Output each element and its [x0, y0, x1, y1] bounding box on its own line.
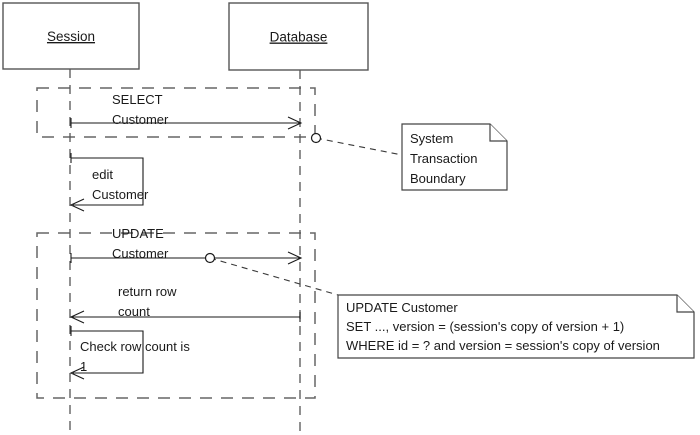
message-label-select-customer-line-1: Customer: [112, 112, 169, 127]
note-system-transaction-boundary-line-0: System: [410, 131, 453, 146]
note-system-transaction-boundary-line-2: Boundary: [410, 171, 466, 186]
message-update-customer[interactable]: UPDATE Customer: [70, 226, 303, 265]
message-label-select-customer-line-0: SELECT: [112, 92, 163, 107]
arrowhead-return-row-count: [69, 310, 85, 324]
messages: SELECTCustomereditCustomerUPDATECustomer…: [69, 92, 303, 380]
note-leader-system-transaction-boundary-note: [315, 137, 403, 156]
select-transaction-boundary: [36, 87, 316, 138]
message-select-customer[interactable]: SELECT Customer: [70, 92, 303, 130]
message-check-row-count[interactable]: Check row count is 1: [69, 326, 190, 380]
message-label-edit-customer-line-0: edit: [92, 167, 113, 182]
message-label-check-row-count-line-0: Check row count is: [80, 339, 190, 354]
lifeline-lines: [69, 69, 301, 435]
note-anchor-dot-update-sql-note: [204, 252, 216, 264]
message-label-edit-customer-line-1: Customer: [92, 187, 149, 202]
arrowhead-edit-customer: [69, 198, 85, 212]
note-update-sql-fold: [676, 295, 694, 313]
arrowhead-select-customer: [287, 116, 303, 130]
note-update-sql-line-0: UPDATE Customer: [346, 300, 458, 315]
lifeline-box-database[interactable]: [228, 2, 369, 71]
message-path-check-row-count: [71, 330, 144, 374]
lifeline-box-session[interactable]: [2, 2, 140, 70]
note-update-sql-line-1: SET ..., version = (session's copy of ve…: [346, 319, 624, 334]
lifeline-label-session: Session: [47, 29, 95, 44]
message-return-row-count[interactable]: return row count: [69, 284, 301, 324]
message-path-edit-customer: [71, 157, 144, 206]
note-system-transaction-boundary-fold: [489, 124, 507, 142]
message-label-return-row-count-line-0: return row: [118, 284, 177, 299]
note-leader-update-sql-note: [209, 257, 339, 296]
note-system-transaction-boundary-body: [401, 123, 508, 191]
note-update-sql-line-2: WHERE id = ? and version = session's cop…: [346, 338, 660, 353]
note-anchors: [204, 132, 403, 296]
note-update-sql-body: [337, 294, 695, 359]
lifeline-heads: Session Database: [2, 2, 369, 71]
message-label-return-row-count-line-1: count: [118, 304, 150, 319]
note-system-transaction-boundary-line-1: Transaction: [410, 151, 477, 166]
lifeline-label-database: Database: [270, 30, 328, 45]
message-label-check-row-count-line-1: 1: [80, 359, 87, 374]
message-label-update-customer-line-1: Customer: [112, 246, 169, 261]
arrowhead-check-row-count: [69, 366, 85, 380]
transaction-boundaries: [36, 87, 316, 399]
update-transaction-boundary: [36, 232, 316, 399]
arrowhead-update-customer: [287, 251, 303, 265]
note-anchor-dot-system-transaction-boundary-note: [310, 132, 322, 144]
message-label-update-customer-line-0: UPDATE: [112, 226, 164, 241]
